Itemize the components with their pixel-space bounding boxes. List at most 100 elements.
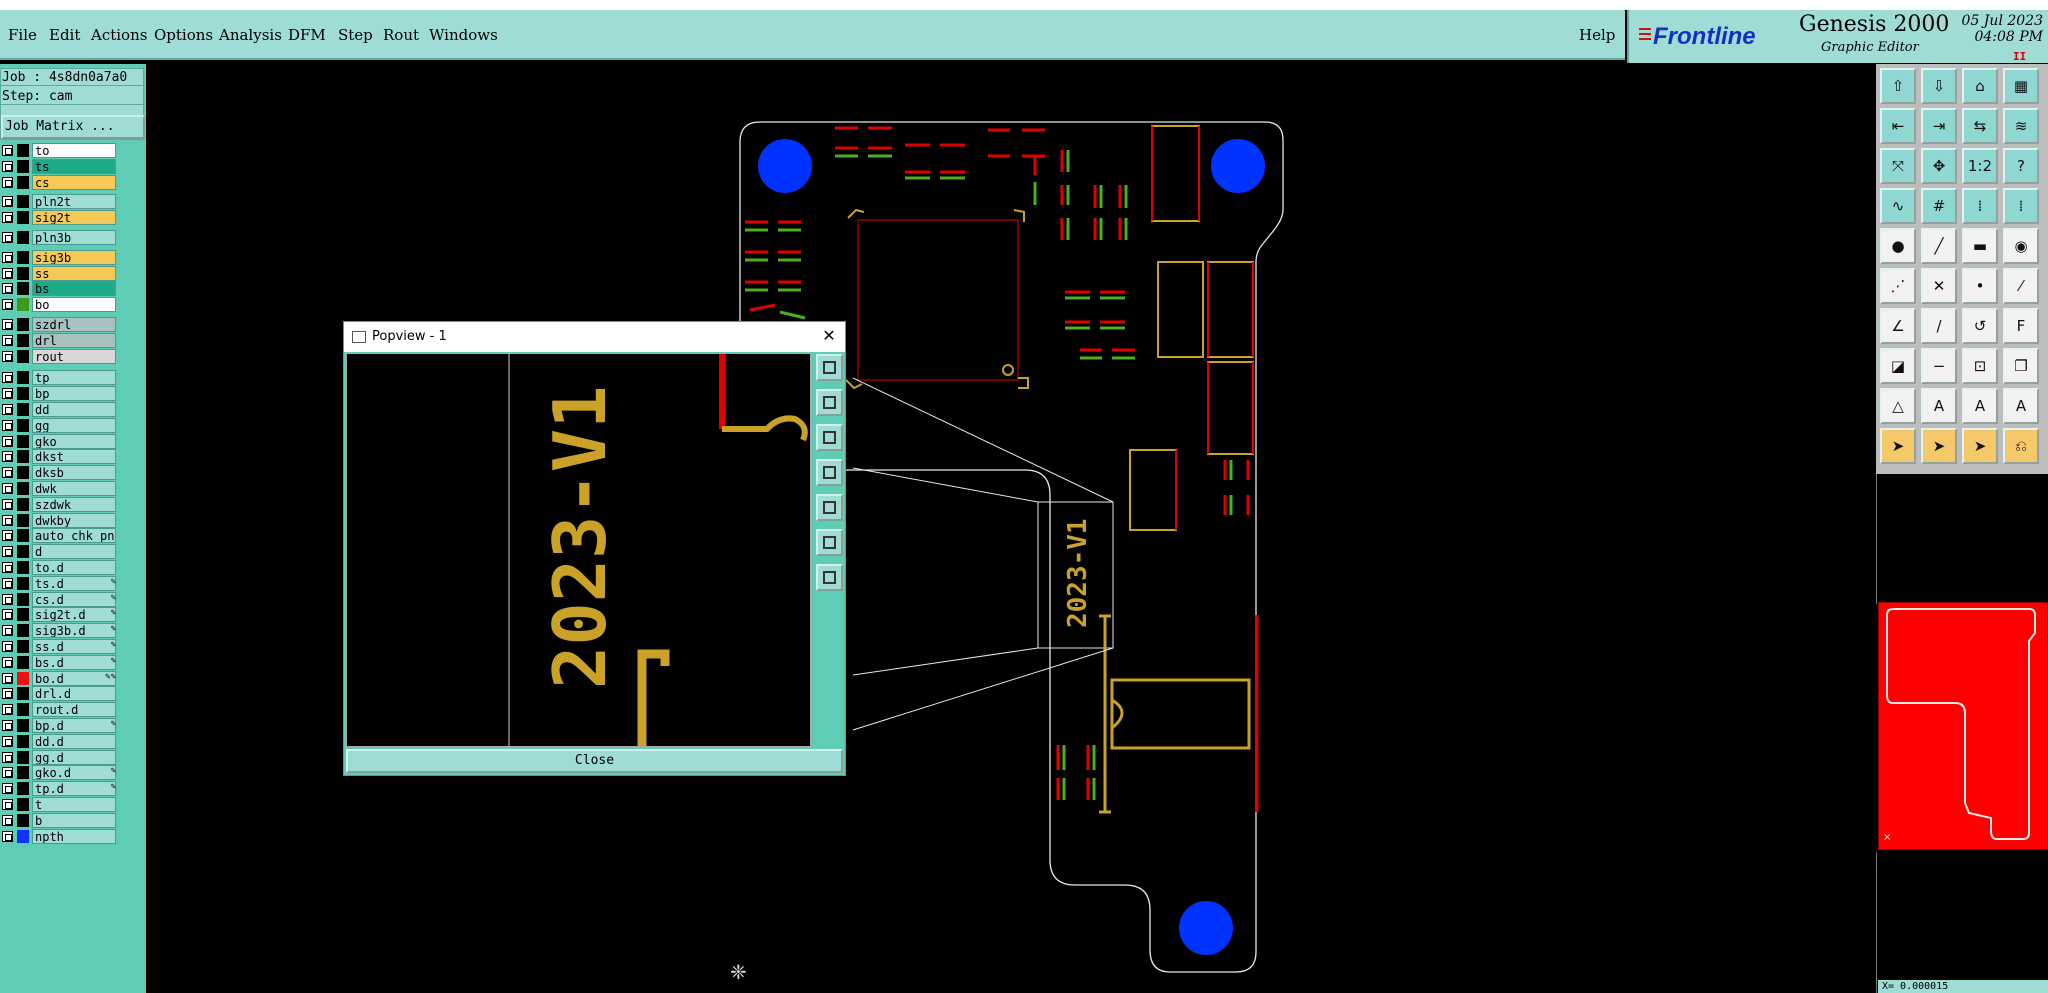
layer-name[interactable]: dkst [32, 449, 116, 465]
layer-checkbox[interactable] [2, 641, 13, 652]
layer-name[interactable]: szdrl [32, 317, 116, 332]
layer-checkbox[interactable] [2, 319, 13, 330]
layer-checkbox[interactable] [2, 176, 13, 188]
layer-color-swatch[interactable] [17, 282, 29, 296]
layer-row[interactable]: rout [0, 348, 118, 364]
layer-row[interactable]: drl.d [0, 686, 118, 702]
layer-name[interactable]: d [32, 544, 116, 560]
a-shape-icon[interactable]: A [1921, 388, 1957, 424]
layer-name[interactable]: ss.d [32, 639, 116, 654]
layer-name[interactable]: dd.d [32, 733, 116, 749]
layer-checkbox[interactable] [2, 498, 13, 510]
overview-navigator[interactable]: × [1878, 602, 2048, 850]
menu-dfm[interactable]: DFM [288, 26, 326, 44]
layer-checkbox[interactable] [2, 735, 13, 747]
layer-name[interactable]: ts [32, 158, 116, 174]
layer-row[interactable]: szdrl [0, 317, 118, 332]
a-shape2-icon[interactable]: A [1962, 388, 1998, 424]
layer-name[interactable]: gko [32, 433, 116, 449]
pan-left-icon[interactable]: ⇤ [1880, 108, 1916, 144]
popview-close-button[interactable]: Close [346, 749, 843, 773]
layer-checkbox[interactable] [2, 388, 13, 400]
layer-name[interactable]: to.d [32, 560, 116, 575]
layer-row[interactable]: gko [0, 433, 118, 449]
layer-name[interactable]: sig3b.d [32, 623, 116, 639]
layer-checkbox[interactable] [2, 546, 13, 558]
layer-checkbox[interactable] [2, 467, 13, 479]
layer-color-swatch[interactable] [17, 798, 29, 811]
layer-row[interactable]: gko.d✎ [0, 765, 118, 781]
layer-color-swatch[interactable] [17, 687, 29, 701]
layer-checkbox[interactable] [2, 514, 13, 526]
layer-name[interactable]: sig2t [32, 210, 116, 226]
layer-color-swatch[interactable] [17, 813, 29, 827]
layer-row[interactable]: cs [0, 174, 118, 190]
layer-color-swatch[interactable] [17, 750, 29, 764]
layer-checkbox[interactable] [2, 767, 13, 779]
layer-row[interactable]: sig3b [0, 249, 118, 265]
layer-name[interactable]: gko.d [32, 765, 116, 781]
measure-icon[interactable]: ∿ [1880, 188, 1916, 224]
layer-row[interactable]: ss [0, 265, 118, 281]
layer-name[interactable]: dksb [32, 465, 116, 481]
layer-row[interactable]: dksb [0, 465, 118, 481]
layer-color-swatch[interactable] [17, 703, 29, 717]
layer-checkbox[interactable] [2, 350, 13, 362]
layer-color-swatch[interactable] [17, 403, 29, 416]
layer-row[interactable]: bs [0, 281, 118, 297]
layer-row[interactable]: to.d [0, 560, 118, 575]
layer-name[interactable]: cs.d [32, 591, 116, 607]
popview-pan-up-icon[interactable] [816, 389, 843, 416]
layer-checkbox[interactable] [2, 799, 13, 810]
menu-file[interactable]: File [8, 26, 37, 44]
layer-name[interactable]: gg [32, 417, 116, 433]
layer-name[interactable]: bs.d [32, 654, 116, 670]
popview-pan-left-icon[interactable] [816, 459, 843, 486]
text-icon[interactable]: F [2003, 308, 2039, 344]
wave-icon[interactable]: ≋ [2003, 108, 2039, 144]
layer-name[interactable]: szdwk [32, 496, 116, 512]
layer-name[interactable]: bp [32, 386, 116, 402]
layer-color-swatch[interactable] [17, 782, 29, 796]
layer-color-swatch[interactable] [17, 144, 29, 157]
layer-row[interactable]: auto_chk_pn [0, 528, 118, 544]
layer-name[interactable]: dd [32, 402, 116, 417]
layer-row[interactable]: gg.d [0, 749, 118, 765]
layer-row[interactable]: sig2t [0, 210, 118, 226]
layer-name[interactable]: dwk [32, 481, 116, 496]
layer-row[interactable]: dwk [0, 481, 118, 496]
layer-row[interactable]: dkst [0, 449, 118, 465]
layer-row[interactable]: t [0, 797, 118, 812]
layer-color-swatch[interactable] [17, 766, 29, 780]
layer-checkbox[interactable] [2, 720, 13, 731]
layer-color-swatch[interactable] [17, 719, 29, 732]
menu-rout[interactable]: Rout [383, 26, 420, 44]
step-down-icon[interactable]: ⇩ [1921, 68, 1957, 104]
layer-checkbox[interactable] [2, 483, 13, 494]
layer-color-swatch[interactable] [17, 640, 29, 653]
layer-checkbox[interactable] [2, 251, 13, 263]
layer-row[interactable]: rout.d [0, 702, 118, 718]
layer-name[interactable]: ss [32, 265, 116, 281]
zoom-fit-icon[interactable]: ⤧ [1880, 148, 1916, 184]
layer-checkbox[interactable] [2, 783, 13, 795]
squares-icon[interactable]: ❐ [2003, 348, 2039, 384]
window-icon[interactable]: ▦ [2003, 68, 2039, 104]
layer-color-swatch[interactable] [17, 576, 29, 590]
layer-checkbox[interactable] [2, 372, 13, 384]
layer-row[interactable]: pln3b [0, 230, 118, 245]
layer-checkbox[interactable] [2, 435, 13, 447]
layer-name[interactable]: npth [32, 828, 116, 844]
layer-row[interactable]: tp [0, 370, 118, 386]
layer-row[interactable]: dwkby [0, 512, 118, 528]
corner-icon[interactable]: ◪ [1880, 348, 1916, 384]
layer-name[interactable]: ts.d [32, 575, 116, 591]
a-shape3-icon[interactable]: A [2003, 388, 2039, 424]
layer-color-swatch[interactable] [17, 624, 29, 638]
scale-icon[interactable]: 1:2 [1962, 148, 1998, 184]
layer-color-swatch[interactable] [17, 195, 29, 209]
layer-name[interactable]: gg.d [32, 749, 116, 765]
menu-windows[interactable]: Windows [429, 26, 498, 44]
layer-row[interactable]: drl [0, 332, 118, 348]
layer-checkbox[interactable] [2, 577, 13, 589]
